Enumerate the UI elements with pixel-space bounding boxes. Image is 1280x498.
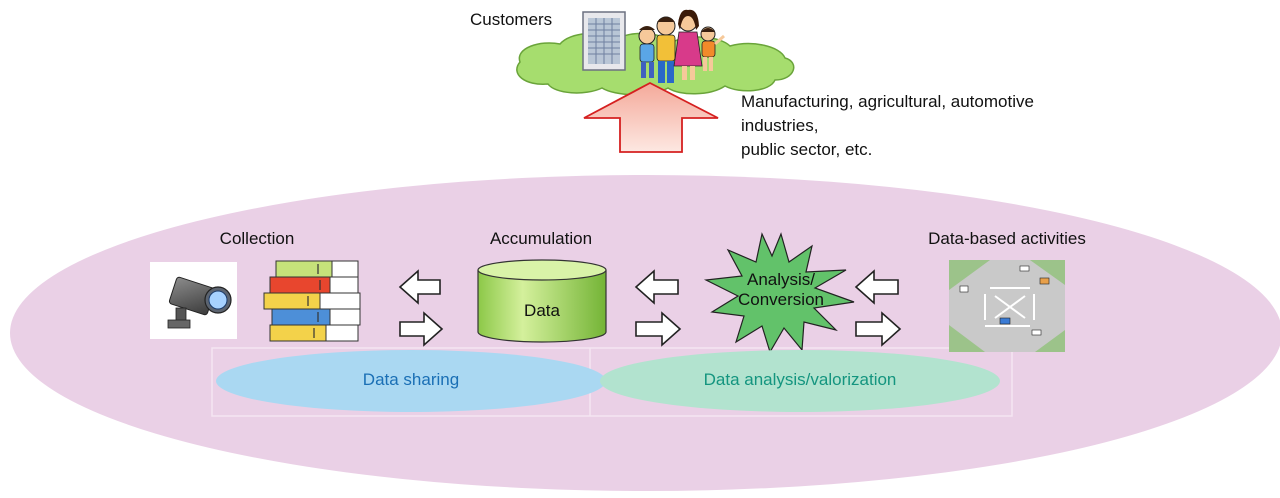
data-analysis-valorization-label: Data analysis/valorization bbox=[703, 370, 897, 389]
data-cylinder bbox=[477, 259, 607, 343]
analysis-line-1: Analysis/ bbox=[746, 270, 816, 289]
arrow-to-collection[interactable] bbox=[398, 269, 441, 305]
up-arrow bbox=[583, 81, 719, 153]
data-sharing-ellipse bbox=[216, 350, 606, 412]
arrow-to-activities[interactable] bbox=[855, 311, 902, 347]
arrow-to-accumulation[interactable] bbox=[399, 311, 444, 347]
data-sharing-label: Data sharing bbox=[362, 370, 460, 389]
intersection-icon bbox=[949, 260, 1065, 352]
industries-label: Manufacturing, agricultural, automotive … bbox=[741, 90, 1071, 162]
analysis-line-2: Conversion bbox=[738, 290, 824, 309]
analysis-conversion-label: Analysis/ Conversion bbox=[726, 270, 836, 310]
binders-icon bbox=[263, 260, 361, 342]
arrow-to-accumulation-2[interactable] bbox=[634, 269, 679, 305]
data-based-activities-label: Data-based activities bbox=[928, 229, 1086, 248]
collection-label: Collection bbox=[219, 229, 295, 248]
building-icon bbox=[582, 11, 626, 71]
industries-line-1: Manufacturing, agricultural, automotive … bbox=[741, 92, 1034, 135]
accumulation-label: Accumulation bbox=[489, 229, 593, 248]
arrow-to-analysis-2[interactable] bbox=[854, 269, 899, 305]
data-store-label: Data bbox=[524, 301, 560, 320]
camera-icon bbox=[150, 262, 237, 339]
arrow-to-analysis[interactable] bbox=[635, 311, 682, 347]
family-icon bbox=[638, 9, 725, 83]
industries-line-2: public sector, etc. bbox=[741, 140, 873, 159]
customers-label: Customers bbox=[470, 10, 553, 29]
data-valorization-ellipse bbox=[600, 350, 1000, 412]
